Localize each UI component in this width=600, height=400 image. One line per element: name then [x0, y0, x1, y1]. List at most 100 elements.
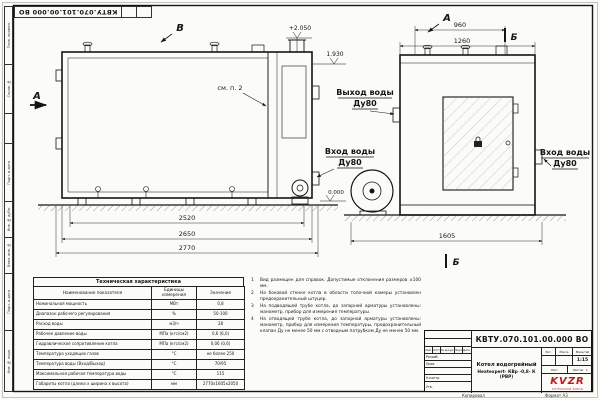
company-logo: KVZR КОТЕЛЬНЫЙ ЗАВОД — [542, 374, 593, 394]
vent-cap-icon — [82, 41, 220, 53]
vent-cap-icon — [422, 44, 508, 56]
section-mark-a: А — [32, 91, 41, 102]
top-box — [251, 44, 265, 53]
copied-label: Копировал — [462, 393, 485, 398]
tech-table-title: Техническая характеристика — [33, 277, 244, 286]
tech-header-value: Значение — [196, 286, 245, 300]
lit-mass-scale-values: 1:15 — [542, 356, 593, 366]
outlet-flange-side — [392, 107, 401, 123]
inlet-dn: Ду80 — [553, 159, 577, 168]
dimension-1605 — [350, 222, 543, 245]
dimension-960 — [414, 26, 506, 54]
drain-ports — [95, 186, 235, 198]
scale-value: 1:15 — [576, 358, 589, 363]
title-block-doc-number: КВТУ.070.101.00.000 ВО — [471, 331, 592, 348]
logo-text: KVZR — [550, 376, 585, 387]
pump — [291, 179, 309, 205]
left-flange — [55, 137, 63, 150]
dim-2650-value: 2650 — [179, 230, 196, 238]
level-mid-value: 1.930 — [326, 51, 343, 58]
list-item: 4 На отводящей трубе котла, до запорной … — [251, 317, 421, 334]
dimension-1260 — [399, 42, 536, 54]
title-block: КВТУ.070.101.00.000 ВО Изм. Лист № докум… — [424, 330, 593, 393]
base-frame — [399, 204, 536, 216]
tech-table-header: Наименование показателя Единицы измерени… — [33, 286, 245, 300]
table-row: Габариты котла (длина х ширина х высота)… — [33, 379, 245, 390]
list-item: 2 На боковой стенке котла в области топо… — [251, 291, 421, 302]
frame-cell — [5, 114, 12, 145]
frame-cell: Инв. № подл. — [6, 348, 11, 374]
view-label-front-leader — [160, 33, 173, 43]
section-b-bottom-label: Б — [453, 258, 460, 268]
lit-mass-scale-header: Лит. Масса Масштаб — [542, 348, 593, 356]
table-row: Температура уходящих газов °С не более 2… — [33, 349, 245, 360]
notes-list: 1 Вид размещен для справок. Допустимые о… — [251, 278, 421, 336]
support-feet — [77, 197, 257, 206]
note-reference-leader — [242, 92, 267, 107]
note-reference: см. п. 2 — [217, 84, 242, 92]
product-name-cell: Котел водогрейный Heatexpert- КВр -0,8- … — [471, 348, 541, 393]
logo-subtext: КОТЕЛЬНЫЙ ЗАВОД — [552, 388, 583, 391]
frame-cell: Подп. и дата — [5, 274, 12, 332]
title-block-revision-area: Изм. Лист № докум. Подп. Дата Разраб. Пр… — [425, 331, 471, 391]
dim-2770-value: 2770 — [179, 244, 196, 252]
dimension-2650 — [61, 206, 313, 243]
drawing-frame — [12, 4, 594, 393]
ground-hatch — [344, 214, 566, 221]
dim-2520-value: 2520 — [179, 214, 196, 222]
inlet-callout-mid: Вход воды Ду80 — [316, 147, 375, 178]
role-row: Утв. — [426, 384, 433, 389]
rotated-doc-number-stamp: КВТУ.070.101.00.000 ВО — [14, 6, 152, 18]
level-mark-mid — [313, 57, 346, 65]
list-item: 1 Вид размещен для справок. Допустимые о… — [251, 278, 421, 289]
dim-1260-value: 1260 — [454, 37, 471, 45]
level-top-value: +2.050 — [289, 25, 311, 32]
role-row: Разраб. — [425, 354, 471, 361]
dim-960-value: 960 — [454, 21, 466, 29]
outlet-callout: Выход воды Ду80 — [336, 88, 395, 115]
title-block-right-area: Лит. Масса Масштаб 1:15 Лист Листов 1 KV… — [541, 348, 593, 393]
blower-fan — [350, 169, 394, 216]
table-row: Температура воды (Вход/Выход) °С 70/95 — [33, 359, 245, 370]
table-row: Гидравлическое сопротивление котла МПа (… — [33, 339, 245, 350]
table-row: Рабочее давление воды МПа (кгс/см2) 0,6 … — [33, 329, 245, 340]
frame-left-strip: Перв. примен. Справ. № Подп. и дата Инв.… — [4, 6, 13, 392]
inlet-flange-side — [534, 149, 543, 165]
front-view — [55, 39, 320, 206]
outlet-dn: Ду80 — [353, 99, 377, 108]
role-row: Н.контр. — [425, 375, 471, 382]
view-label-side: А — [442, 13, 451, 24]
inlet-flange — [311, 171, 320, 186]
table-row: Расход воды м3/ч 28 — [33, 319, 245, 330]
stamp-cell — [136, 7, 151, 17]
ground-hatch — [38, 204, 338, 211]
tech-header-name: Наименование показателя — [33, 286, 152, 300]
dim-1605-value: 1605 — [439, 232, 456, 240]
format-label: Формат А3 — [545, 393, 568, 398]
frame-cell: Подп. и дата — [5, 144, 12, 202]
frame-cell: Справ. № — [5, 65, 12, 115]
inlet-dn: Ду80 — [338, 158, 362, 167]
left-flange — [55, 69, 63, 82]
doc-number-rotated: КВТУ.070.101.00.000 ВО — [18, 8, 118, 16]
revision-row — [425, 339, 471, 347]
product-model: Heatexpert- КВр -0,8- К (РВР) — [477, 369, 536, 380]
boiler-door — [442, 96, 519, 191]
table-row: Номинальная мощность МВт 0,8 — [33, 299, 245, 310]
sheet-counter-row: Лист Листов 1 — [542, 366, 593, 374]
table-row: Диапазон рабочего регулирования % 50-100 — [33, 309, 245, 320]
stamp-cell — [121, 7, 136, 17]
section-b-top-label: Б — [511, 33, 518, 43]
frame-cell: Инв. № дубл. — [5, 202, 12, 238]
view-label-side-leader — [427, 23, 440, 33]
role-row — [425, 368, 471, 375]
inlet-label: Вход воды — [540, 148, 590, 157]
view-label-front: В — [176, 23, 184, 34]
list-item: 3 На подводящей трубе котла, до запорной… — [251, 304, 421, 315]
tech-table: Техническая характеристика Наименование … — [33, 277, 245, 390]
inlet-label: Вход воды — [325, 147, 375, 156]
level-mark-top — [286, 31, 312, 52]
outlet-flange — [311, 85, 320, 100]
